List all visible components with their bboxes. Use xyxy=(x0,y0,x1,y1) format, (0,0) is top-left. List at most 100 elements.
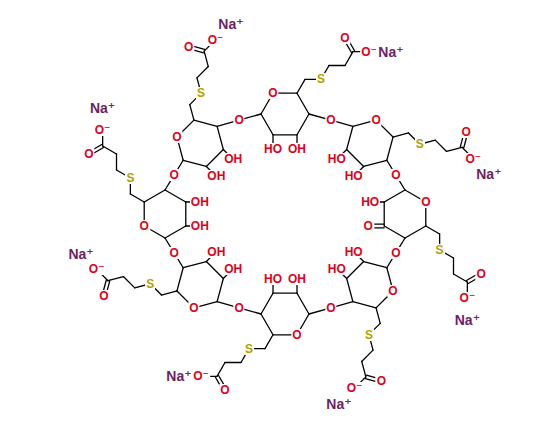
bond-line xyxy=(384,190,405,202)
sulfur-atom: S xyxy=(316,73,326,85)
carboxylate-oxygen: O⁻ xyxy=(192,370,210,382)
bond-line xyxy=(376,308,380,323)
glycosidic-oxygen: O xyxy=(325,302,336,314)
carbonyl-oxygen: O xyxy=(183,41,194,53)
bond-line xyxy=(165,226,186,238)
carboxylate-oxygen: O⁻ xyxy=(207,34,225,46)
bond-line xyxy=(206,262,223,279)
carbonyl-oxygen: O xyxy=(476,268,487,280)
bond-line xyxy=(329,65,345,66)
ring-oxygen: O xyxy=(370,114,381,126)
carbonyl-oxygen: O xyxy=(98,290,109,302)
bond-line xyxy=(347,278,353,301)
bond-line xyxy=(225,362,241,363)
glycosidic-oxygen: O xyxy=(325,114,336,126)
glycosidic-oxygen: O xyxy=(233,114,244,126)
ring-oxygen: O xyxy=(267,87,278,99)
bond-line xyxy=(123,277,134,288)
sulfur-atom: S xyxy=(435,244,445,256)
bond-line xyxy=(130,194,144,202)
sulfur-atom: S xyxy=(125,172,135,184)
bond-line xyxy=(453,258,454,274)
sodium-ion: Na⁺ xyxy=(217,17,244,31)
carbonyl-oxygen: O xyxy=(83,148,94,160)
sodium-ion: Na⁺ xyxy=(454,313,481,327)
hydroxyl-label: OH xyxy=(223,153,243,165)
bond-line xyxy=(273,293,297,294)
bond-line xyxy=(384,202,385,226)
bond-line xyxy=(362,361,366,376)
sulfur-atom: S xyxy=(364,329,374,341)
bond-line xyxy=(217,278,223,301)
bond-line xyxy=(206,150,223,167)
ring-oxygen: O xyxy=(420,196,431,208)
hydroxyl-label: OH xyxy=(287,143,307,155)
sodium-ion: Na⁺ xyxy=(67,247,94,261)
hydroxyl-label: HO xyxy=(344,246,364,258)
hydroxyl-label: OH xyxy=(190,220,210,232)
hydroxyl-label: HO xyxy=(263,273,283,285)
bond-line xyxy=(165,190,186,202)
ketone-oxygen: O xyxy=(363,220,374,232)
bond-line xyxy=(393,133,408,137)
bond-line xyxy=(384,226,405,238)
bond-line xyxy=(426,226,440,234)
bond-line xyxy=(453,274,467,282)
bond-line xyxy=(116,154,117,170)
bond-line xyxy=(435,140,446,151)
ring-oxygen: O xyxy=(171,131,182,143)
carbonyl-oxygen: O xyxy=(219,384,230,396)
ring-oxygen: O xyxy=(387,285,398,297)
bond-line xyxy=(194,120,217,126)
bond-line xyxy=(162,291,177,295)
carboxylate-oxygen: O⁻ xyxy=(360,46,378,58)
glycosidic-oxygen: O xyxy=(233,302,244,314)
carbonyl-oxygen: O xyxy=(376,375,387,387)
glycosidic-oxygen: O xyxy=(168,169,179,181)
bond-line xyxy=(364,160,387,166)
sodium-ion: Na⁺ xyxy=(89,101,116,115)
ring-oxygen: O xyxy=(291,329,302,341)
bond-line xyxy=(362,350,373,361)
bond-line xyxy=(204,51,208,66)
carboxylate-oxygen: O⁻ xyxy=(94,124,112,136)
bond-line xyxy=(345,52,353,66)
glycosidic-oxygen: O xyxy=(168,247,179,259)
glycosidic-oxygen: O xyxy=(390,247,401,259)
bond-line xyxy=(190,105,194,120)
hydroxyl-label: OH xyxy=(206,170,226,182)
carboxylate-oxygen: O⁻ xyxy=(464,153,482,165)
hydroxyl-label: HO xyxy=(263,143,283,155)
bond-line xyxy=(347,126,353,149)
carboxylate-oxygen: O⁻ xyxy=(346,382,364,394)
bond-line xyxy=(447,147,462,151)
bond-line xyxy=(177,268,183,291)
sodium-ion: Na⁺ xyxy=(475,167,502,181)
hydroxyl-label: HO xyxy=(344,170,364,182)
bond-line xyxy=(108,277,123,281)
bond-line xyxy=(185,202,186,226)
bond-line xyxy=(103,146,117,154)
bond-line xyxy=(144,190,165,202)
sulfur-atom: S xyxy=(196,87,206,99)
hydroxyl-label: OH xyxy=(206,246,226,258)
sodium-ion: Na⁺ xyxy=(325,397,352,411)
hydroxyl-label: HO xyxy=(327,263,347,275)
bond-line xyxy=(347,150,364,167)
hydroxyl-label: OH xyxy=(190,196,210,208)
bond-line xyxy=(273,134,297,135)
bond-line xyxy=(297,293,309,314)
sulfur-atom: S xyxy=(415,138,425,150)
bond-line xyxy=(297,93,309,114)
sulfur-atom: S xyxy=(145,278,155,290)
bond-line xyxy=(364,262,387,268)
bond-line xyxy=(197,67,208,78)
bond-line xyxy=(217,126,223,149)
ring-oxygen: O xyxy=(139,220,150,232)
bond-line xyxy=(261,314,273,335)
bond-line xyxy=(265,335,273,349)
bond-line xyxy=(353,302,376,308)
